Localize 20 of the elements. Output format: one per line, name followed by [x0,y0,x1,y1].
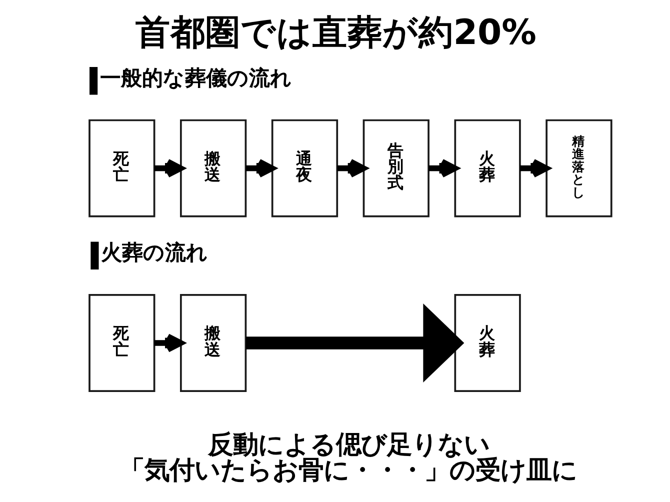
node-box: 火葬 [454,119,521,218]
node-box: 火葬 [454,294,521,392]
arrow [337,158,367,178]
node-box: 通夜 [271,119,338,218]
arrow [428,158,458,178]
node-box: 搬送 [180,119,247,218]
arrow [246,158,276,178]
arrow [154,334,184,352]
arrow [520,158,550,178]
node-box: 精進落とし [546,119,612,218]
caption: 反動による偲び足りない「気付いたらお骨に・・・」の受け皿に [120,430,578,486]
label: 火葬の流れ [101,240,208,265]
node-box: 搬送 [180,294,247,392]
node-box: 告別式 [362,119,430,218]
node-box: 死亡 [88,294,156,392]
label: 一般的な葬儀の流れ [100,66,292,90]
arrow [246,304,464,382]
arrow [154,158,184,178]
diagram-title: 首都圏では直葬が約20% [135,12,536,53]
node-box: 死亡 [88,119,156,218]
